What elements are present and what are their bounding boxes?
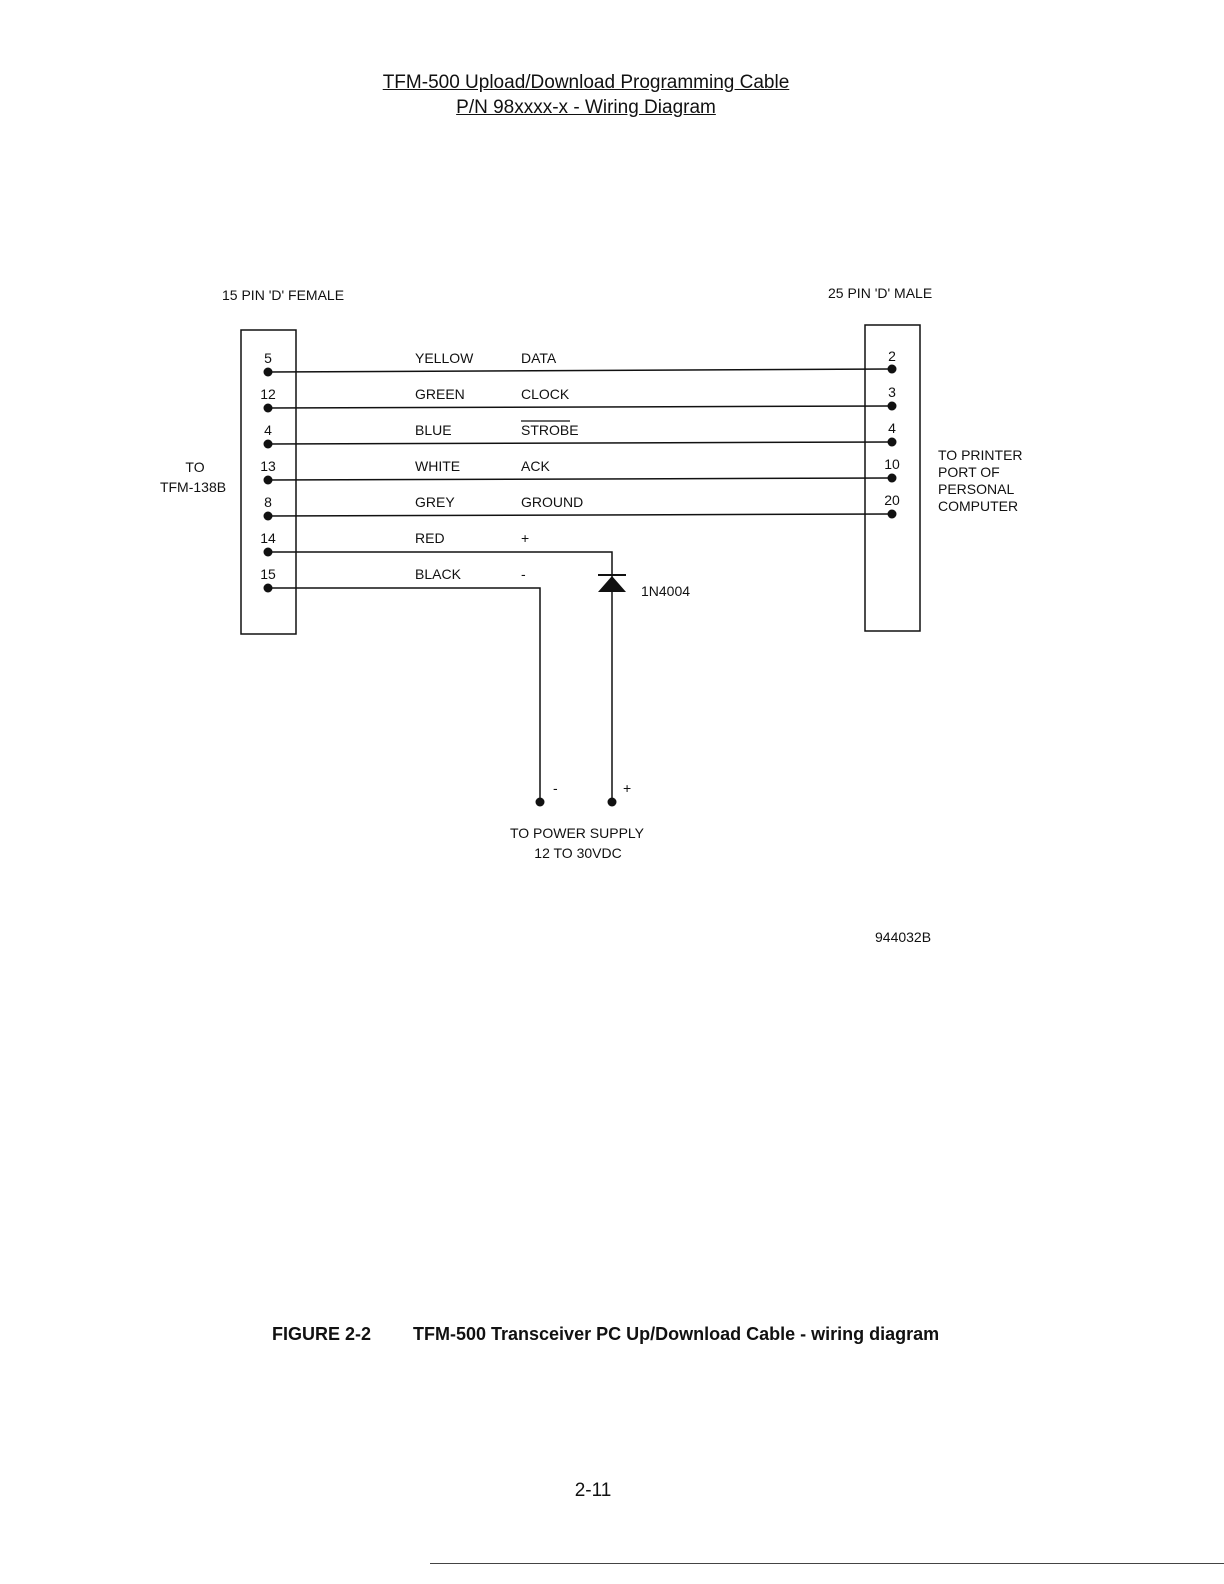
wire-signal-label: STROBE bbox=[521, 422, 579, 438]
wire-signal-label: CLOCK bbox=[521, 386, 570, 402]
figure-number: FIGURE 2-2 bbox=[272, 1324, 372, 1344]
power-label-line-2: 12 TO 30VDC bbox=[534, 845, 621, 861]
power-minus-sign: - bbox=[553, 780, 558, 796]
wire-color-label: BLUE bbox=[415, 422, 452, 438]
wire-yellow bbox=[267, 368, 893, 373]
left-pin-number: 4 bbox=[264, 422, 272, 438]
drawing-number: 944032B bbox=[875, 929, 931, 945]
wire-white bbox=[267, 477, 893, 481]
wire-color-label: YELLOW bbox=[415, 350, 474, 366]
power-plus-terminal bbox=[607, 797, 617, 807]
page-number: 2-11 bbox=[574, 1480, 612, 1501]
right-pin-number: 4 bbox=[888, 420, 896, 436]
power-plus-sign: + bbox=[623, 780, 631, 796]
left-connector-label: 15 PIN 'D' FEMALE bbox=[222, 287, 344, 303]
right-side-label-line-3: PERSONAL bbox=[938, 481, 1014, 497]
left-pin-number: 12 bbox=[260, 386, 276, 402]
left-pin-number: 8 bbox=[264, 494, 272, 510]
wire-blue bbox=[267, 441, 893, 445]
right-side-label-line-4: COMPUTER bbox=[938, 498, 1018, 514]
left-connector-box bbox=[240, 329, 297, 635]
right-pin-dot bbox=[887, 473, 897, 483]
left-side-label-device: TFM-138B bbox=[160, 479, 226, 495]
wire-signal-label: GROUND bbox=[521, 494, 583, 510]
wire-color-label: GREY bbox=[415, 494, 455, 510]
left-pin-dot bbox=[263, 439, 273, 449]
right-pin-number: 10 bbox=[884, 456, 900, 472]
right-connector-label: 25 PIN 'D' MALE bbox=[828, 285, 932, 301]
left-pin-dot bbox=[263, 475, 273, 485]
bottom-rule bbox=[430, 1563, 1224, 1564]
right-side-label-line-1: TO PRINTER bbox=[938, 447, 1023, 463]
wire-red bbox=[268, 551, 613, 801]
wire-signal-label: DATA bbox=[521, 350, 557, 366]
left-pin-dot bbox=[263, 511, 273, 521]
left-side-label-to: TO bbox=[185, 459, 204, 475]
wire-color-label: BLACK bbox=[415, 566, 462, 582]
left-pin-dot bbox=[263, 583, 273, 593]
title-line-2: P/N 98xxxx-x - Wiring Diagram bbox=[456, 97, 716, 118]
left-pin-number: 13 bbox=[260, 458, 276, 474]
left-pin-dot bbox=[263, 367, 273, 377]
power-minus-terminal bbox=[535, 797, 545, 807]
wire-color-label: RED bbox=[415, 530, 445, 546]
left-pin-number: 5 bbox=[264, 350, 272, 366]
figure-caption: TFM-500 Transceiver PC Up/Download Cable… bbox=[413, 1324, 940, 1344]
diode-symbol bbox=[598, 576, 626, 592]
wire-black bbox=[268, 587, 541, 801]
wire-signal-label: ACK bbox=[521, 458, 550, 474]
left-pin-dot bbox=[263, 547, 273, 557]
wire-green bbox=[267, 405, 893, 409]
left-pin-number: 14 bbox=[260, 530, 276, 546]
power-label-line-1: TO POWER SUPPLY bbox=[510, 825, 645, 841]
wire-signal-label: - bbox=[521, 566, 526, 582]
right-pin-number: 3 bbox=[888, 384, 896, 400]
right-pin-number: 20 bbox=[884, 492, 900, 508]
right-pin-dot bbox=[887, 364, 897, 374]
left-pin-dot bbox=[263, 403, 273, 413]
wire-color-label: WHITE bbox=[415, 458, 460, 474]
right-side-label-line-2: PORT OF bbox=[938, 464, 1000, 480]
title-line-1: TFM-500 Upload/Download Programming Cabl… bbox=[382, 72, 790, 93]
right-pin-dot bbox=[887, 509, 897, 519]
wire-grey bbox=[267, 513, 893, 517]
right-pin-dot bbox=[887, 401, 897, 411]
right-pin-dot bbox=[887, 437, 897, 447]
right-pin-number: 2 bbox=[888, 348, 896, 364]
wire-signal-label: + bbox=[521, 530, 529, 546]
diode-label: 1N4004 bbox=[641, 583, 690, 599]
left-pin-number: 15 bbox=[260, 566, 276, 582]
wire-color-label: GREEN bbox=[415, 386, 465, 402]
